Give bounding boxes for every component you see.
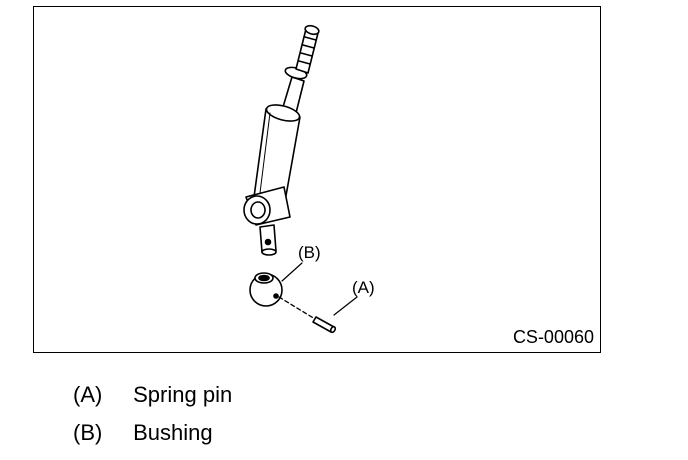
figure-frame: (B) (A) CS-00060 <box>33 6 601 353</box>
figure-code: CS-00060 <box>512 327 594 347</box>
joint-yoke <box>243 186 291 256</box>
steering-shaft-diagram: (B) (A) <box>243 24 375 334</box>
bushing <box>249 272 283 307</box>
legend-label: Spring pin <box>133 382 233 407</box>
legend-key: (B) <box>73 420 103 445</box>
legend-label: Bushing <box>133 420 213 445</box>
callout-a: (A) <box>352 278 375 297</box>
column-tube <box>253 104 301 208</box>
callout-b: (B) <box>298 243 321 262</box>
spring-pin <box>312 316 337 334</box>
alignment-dash <box>278 296 316 320</box>
leader-line-a <box>333 296 358 316</box>
legend-key: (A) <box>73 382 103 407</box>
legend-item-bushing: (B) Bushing <box>73 420 213 446</box>
leader-line-b <box>281 262 303 282</box>
legend-item-spring-pin: (A) Spring pin <box>73 382 232 408</box>
